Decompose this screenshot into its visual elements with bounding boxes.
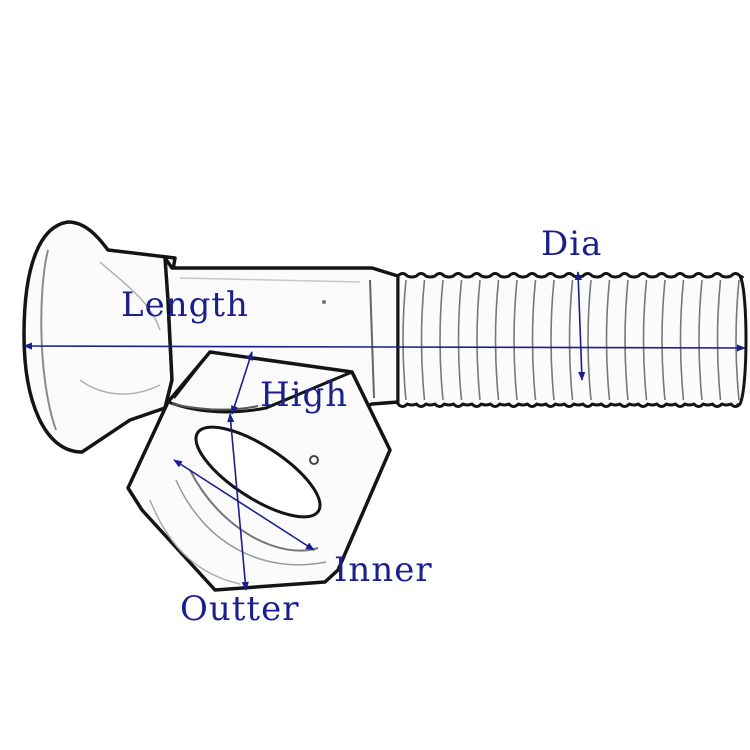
thread-ridge bbox=[605, 279, 611, 401]
outter-dimension-line bbox=[227, 413, 249, 591]
thread-ridge bbox=[716, 279, 722, 401]
thread-ridge bbox=[420, 279, 426, 401]
high-dimension-line bbox=[231, 351, 253, 415]
length-dimension-line bbox=[23, 342, 746, 352]
thread-ridge bbox=[698, 279, 703, 401]
dia-dimension-line bbox=[574, 271, 586, 381]
bolt-head bbox=[22, 220, 177, 454]
thread-ridge bbox=[661, 279, 666, 401]
thread-ridge bbox=[642, 279, 648, 401]
thread-ridge bbox=[550, 279, 555, 401]
dia-label: Dia bbox=[541, 224, 603, 264]
dimension-lines bbox=[23, 271, 746, 591]
thread-ridge bbox=[624, 279, 629, 401]
thread-ridge bbox=[457, 279, 463, 401]
thread-ridge bbox=[679, 279, 685, 401]
thread-ridge bbox=[568, 279, 574, 401]
high-label: High bbox=[260, 375, 349, 415]
bolt-thread bbox=[396, 272, 748, 408]
inner-label: Inner bbox=[334, 550, 433, 590]
thread-ridge bbox=[439, 279, 444, 401]
thread-ridge bbox=[587, 279, 592, 401]
outter-label: Outter bbox=[180, 589, 300, 629]
length-label: Length bbox=[121, 285, 249, 325]
thread-ridge bbox=[513, 279, 518, 401]
thread-ridge bbox=[476, 279, 481, 401]
thread-ridge bbox=[531, 279, 537, 401]
thread-ridge bbox=[402, 279, 407, 401]
thread-ridge bbox=[494, 279, 500, 401]
thread-ridge bbox=[735, 279, 740, 401]
